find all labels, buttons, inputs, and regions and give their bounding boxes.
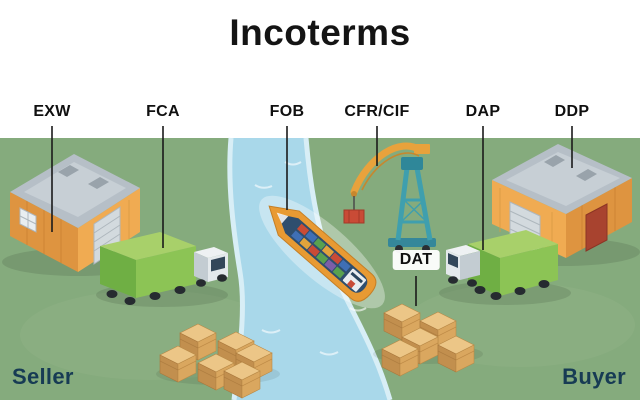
page-title: Incoterms <box>229 12 411 53</box>
cargo-ship <box>259 195 385 309</box>
warehouse-side-door <box>585 203 608 252</box>
seller-label: Seller <box>12 364 74 389</box>
seller-truck <box>96 232 228 307</box>
ship-deck <box>278 213 368 293</box>
seller-warehouse <box>2 154 154 276</box>
buyer-label: Buyer <box>562 364 626 389</box>
roof-vent <box>576 169 597 181</box>
label-dat: DAT <box>392 250 440 270</box>
export-crates <box>156 323 280 399</box>
ship-funnel <box>346 279 356 289</box>
label-fob: FOB <box>269 103 305 120</box>
label-dap: DAP <box>465 103 501 120</box>
label-ddp: DDP <box>554 103 590 120</box>
truck-windshield <box>448 253 458 268</box>
label-fca: FCA <box>146 103 180 120</box>
terminal-crates <box>373 303 483 377</box>
connector-lines <box>51 126 573 306</box>
ship-bridge <box>342 268 367 292</box>
lifted-container <box>343 209 365 224</box>
truck-windshield <box>211 256 225 272</box>
truck-trailer <box>136 246 196 298</box>
truck-cab <box>446 245 480 256</box>
roof-vent <box>88 177 109 189</box>
roof-vent <box>544 155 565 167</box>
roof-vent <box>58 165 79 177</box>
crane-boom <box>350 142 424 196</box>
truck-cab <box>194 247 228 258</box>
buyer-truck <box>439 230 571 305</box>
port-crane <box>343 142 436 253</box>
label-cfr-cif: CFR/CIF <box>344 103 410 120</box>
label-exw: EXW <box>33 103 71 120</box>
